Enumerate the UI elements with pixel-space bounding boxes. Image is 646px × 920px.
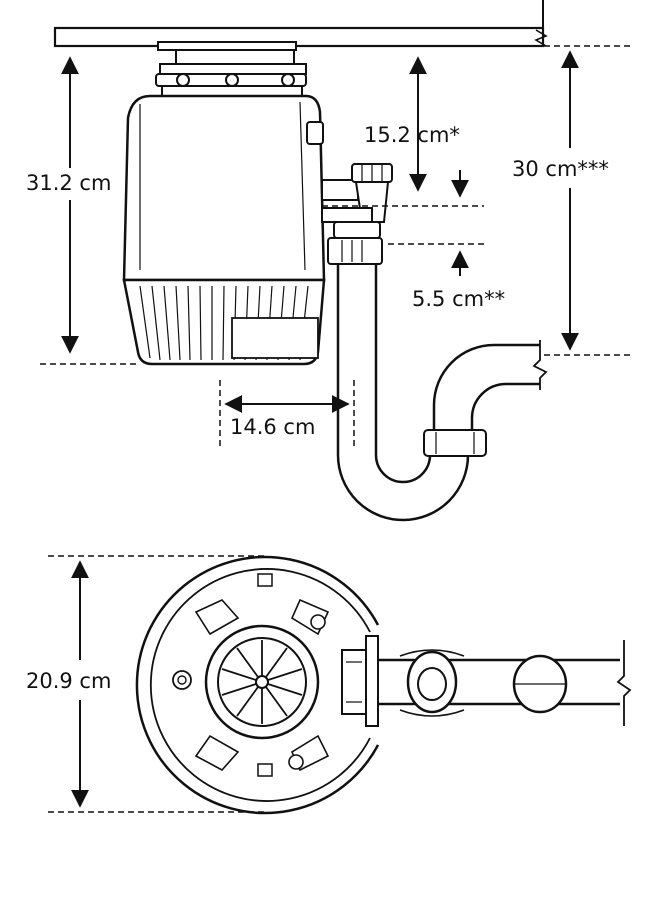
side-view: 31.2 cm 15.2 cm* 5.5 cm** 30 cm*** (26, 0, 632, 522)
top-view: 20.9 cm (26, 555, 632, 815)
outlet-flange-top (341, 635, 379, 727)
dim-drain-height: 30 cm*** (512, 45, 632, 356)
dim-unit-height: 31.2 cm (26, 56, 140, 365)
dim-outlet-height: 5.5 cm** (388, 243, 505, 311)
label-inlet-to-outlet: 15.2 cm* (364, 123, 460, 147)
dim-inlet-to-outlet: 15.2 cm* (322, 56, 484, 207)
dim-unit-diameter: 20.9 cm (26, 555, 268, 813)
disposer-body (122, 94, 326, 366)
label-outlet-height: 5.5 cm** (412, 287, 505, 311)
break-mark-icon (532, 340, 548, 390)
break-mark-icon (616, 640, 632, 726)
drain-trap (321, 207, 548, 522)
dishwasher-inlet (321, 163, 393, 223)
splash-guard (204, 624, 320, 740)
discharge-pipe-top (378, 640, 632, 726)
dim-outlet-offset: 14.6 cm (219, 380, 355, 446)
countertop (53, 0, 548, 48)
break-mark-icon (534, 29, 548, 47)
label-outlet-offset: 14.6 cm (230, 415, 315, 439)
label-unit-height: 31.2 cm (26, 171, 111, 195)
label-unit-diameter: 20.9 cm (26, 669, 111, 693)
label-drain-height: 30 cm*** (512, 157, 609, 181)
mounting-assembly (155, 41, 307, 97)
